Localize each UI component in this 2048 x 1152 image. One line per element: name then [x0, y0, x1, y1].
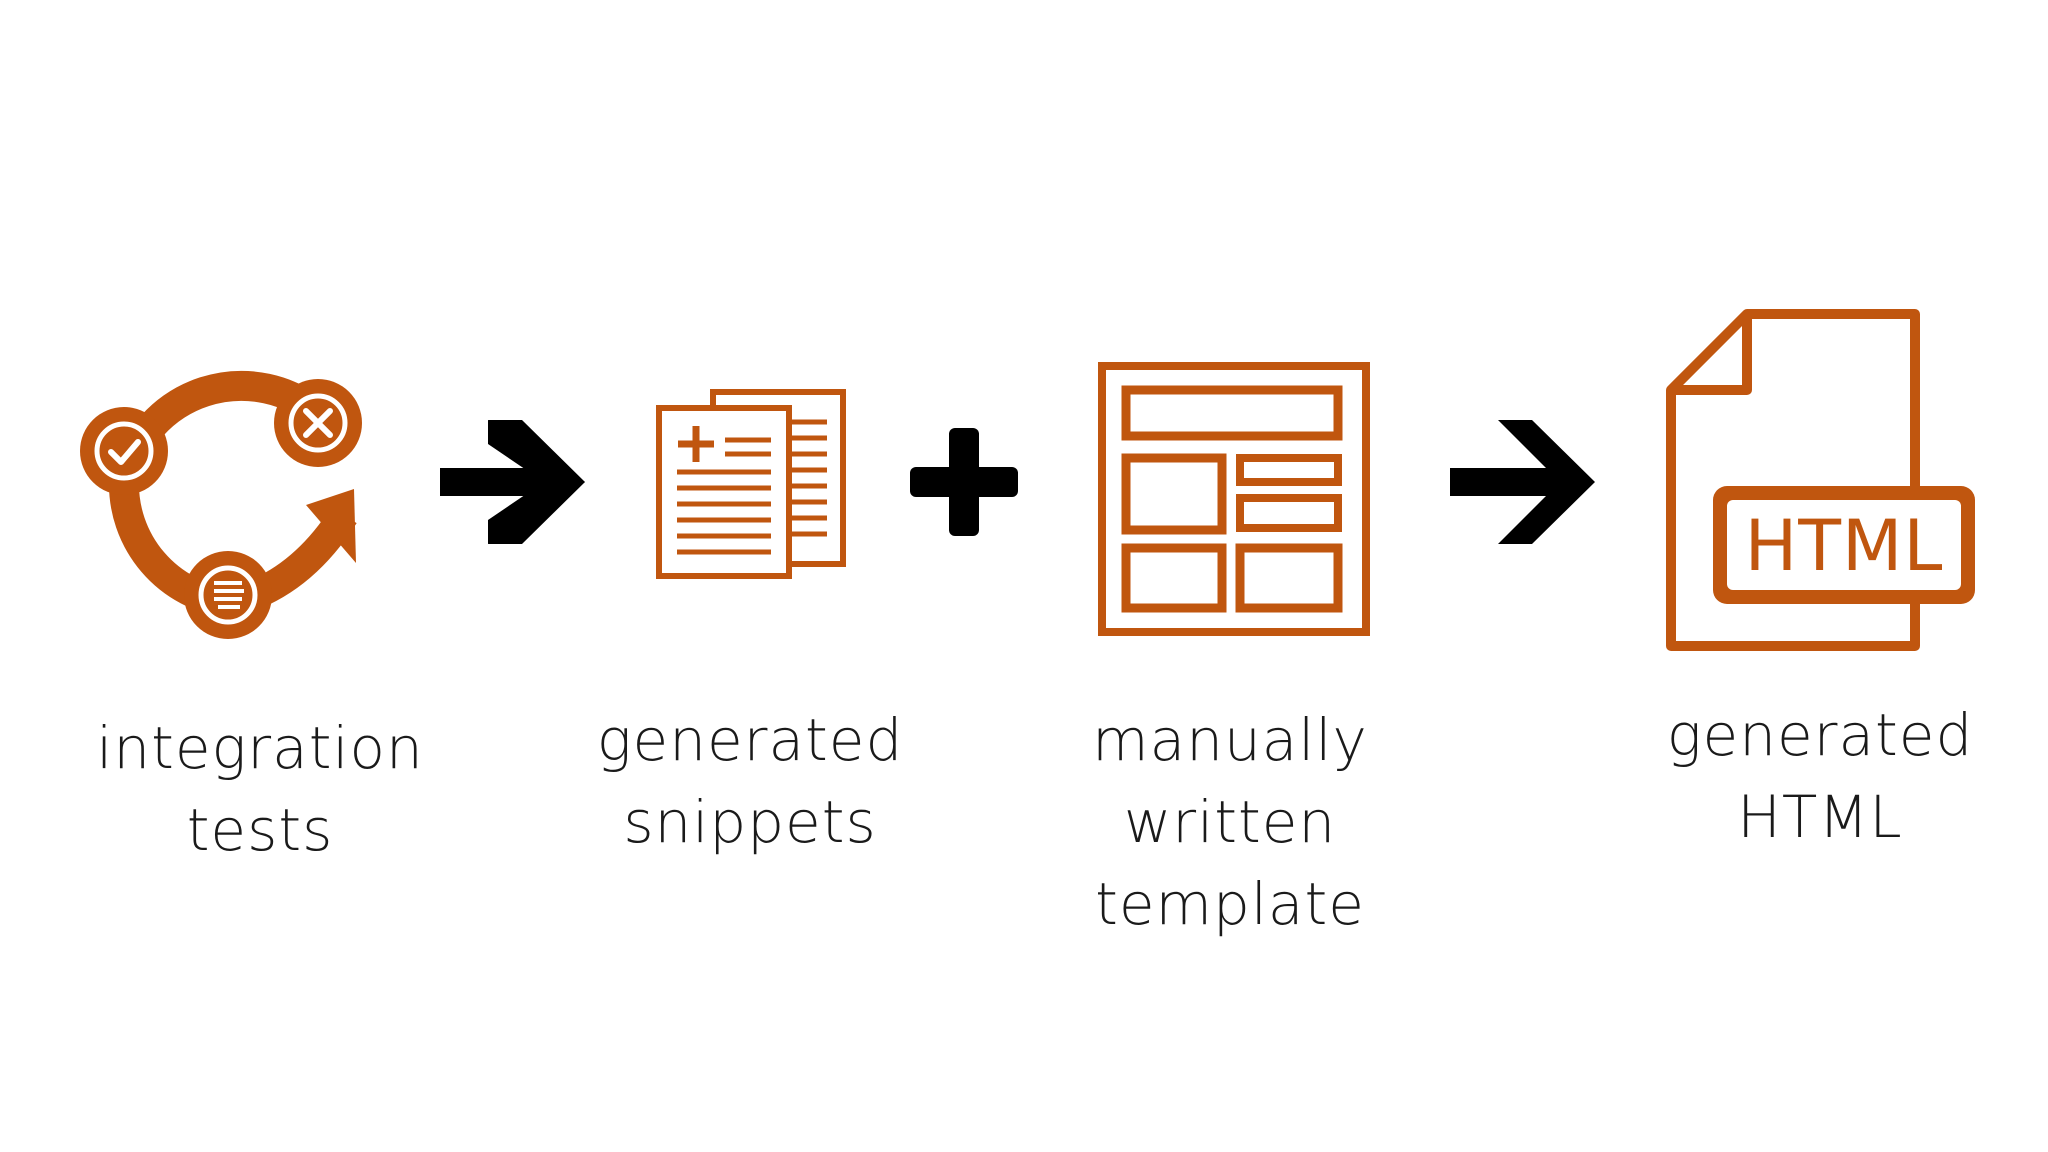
- step-label-line: tests: [186, 796, 334, 864]
- step-label-generated-snippets: generated snippets: [570, 699, 930, 863]
- html-file-icon: HTML: [1665, 308, 1985, 652]
- step-label-line: template: [1095, 870, 1365, 938]
- step-label-line: HTML: [1737, 783, 1903, 851]
- integration-tests-cycle-icon: [78, 355, 368, 645]
- step-label-line: written: [1123, 788, 1337, 856]
- step-label-line: manually: [1092, 706, 1368, 774]
- step-label-generated-html: generated HTML: [1640, 694, 2000, 858]
- step-label-manually-written-template: manually written template: [1050, 699, 1410, 945]
- step-label-line: integration: [96, 714, 424, 782]
- page-template-layout-icon: [1098, 362, 1370, 636]
- step-label-line: generated: [1666, 701, 1974, 769]
- snippets-documents-icon: [655, 388, 850, 580]
- html-badge-text: HTML: [1744, 505, 1944, 587]
- arrow-right-icon: [1450, 420, 1595, 544]
- step-label-line: generated: [596, 706, 904, 774]
- step-label-integration-tests: integration tests: [70, 707, 450, 871]
- step-label-line: snippets: [623, 788, 877, 856]
- arrow-right-icon: [440, 420, 585, 544]
- plus-icon: [910, 428, 1018, 536]
